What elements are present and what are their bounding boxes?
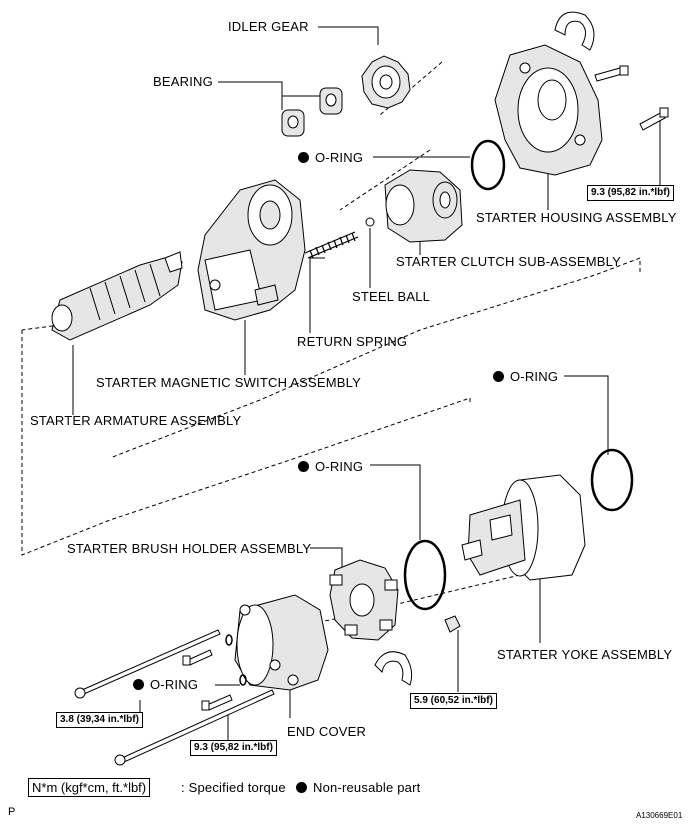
small-o-rings <box>225 634 247 686</box>
figure-id: A130669E01 <box>636 811 683 820</box>
leader-o-ring-mid <box>370 464 421 540</box>
torque-housing-bolt: 9.3 (95,82 in.*lbf) <box>587 185 674 201</box>
non-reusable-dot-icon <box>493 371 504 382</box>
o-ring-text: O-RING <box>315 150 364 165</box>
u-clip-bottom <box>374 651 413 686</box>
torque-yoke-nut: 5.9 (60,52 in.*lbf) <box>410 693 497 709</box>
alignment-line-left <box>21 330 471 556</box>
torque-end-cover-screw: 3.8 (39,34 in.*lbf) <box>56 712 143 728</box>
leader-return-spring <box>309 257 325 333</box>
magnetic-switch-part <box>197 179 306 321</box>
idler-gear-part <box>361 55 411 109</box>
armature-part <box>51 251 183 341</box>
torque-through-bolt: 9.3 (95,82 in.*lbf) <box>190 740 277 756</box>
o-ring-text: O-RING <box>510 369 559 384</box>
label-starter-housing-assembly: STARTER HOUSING ASSEMBLY <box>476 210 677 225</box>
label-starter-brush-holder-assembly: STARTER BRUSH HOLDER ASSEMBLY <box>67 541 312 556</box>
o-ring-text: O-RING <box>315 459 364 474</box>
label-bearing: BEARING <box>153 74 213 89</box>
return-spring-part <box>304 231 359 259</box>
label-steel-ball: STEEL BALL <box>352 289 431 304</box>
legend-non-reusable: Non-reusable part <box>296 780 420 795</box>
label-o-ring-mid: O-RING <box>298 459 363 474</box>
non-reusable-dot-icon <box>298 461 309 472</box>
label-o-ring-right: O-RING <box>493 369 558 384</box>
leader-bearing <box>218 81 320 110</box>
brush-holder-part <box>329 559 399 641</box>
label-starter-clutch-sub-assembly: STARTER CLUTCH SUB-ASSEMBLY <box>396 254 621 269</box>
starter-housing-part <box>494 44 603 176</box>
non-reusable-dot-icon <box>133 679 144 690</box>
o-ring-top-part <box>470 139 506 191</box>
label-end-cover: END COVER <box>287 724 367 739</box>
bearing-parts <box>281 87 343 137</box>
label-idler-gear: IDLER GEAR <box>228 19 309 34</box>
through-bolts <box>74 629 275 766</box>
label-o-ring-top: O-RING <box>298 150 363 165</box>
housing-bolts <box>594 65 669 131</box>
non-reusable-dot-icon <box>298 152 309 163</box>
u-clip-top <box>554 11 595 51</box>
leader-idler-gear <box>318 26 379 45</box>
label-o-ring-small: O-RING <box>133 677 198 692</box>
alignment-line-middle <box>109 257 641 459</box>
label-starter-magnetic-switch-assembly: STARTER MAGNETIC SWITCH ASSEMBLY <box>96 375 361 390</box>
leader-brush-holder <box>310 547 343 568</box>
non-reusable-dot-icon <box>296 782 307 793</box>
alignment-line-lower <box>21 324 471 402</box>
label-return-spring: RETURN SPRING <box>297 334 408 349</box>
legend-unit-box: N*m (kgf*cm, ft.*lbf) <box>28 778 151 797</box>
end-cover-screws <box>182 649 233 711</box>
end-cover-part <box>234 594 329 691</box>
legend-specified-torque: : Specified torque <box>181 780 286 795</box>
legend-non-reusable-text: Non-reusable part <box>313 780 421 795</box>
starter-yoke-part <box>461 474 586 581</box>
label-starter-armature-assembly: STARTER ARMATURE ASSEMBLY <box>30 413 242 428</box>
o-ring-mid-part <box>403 539 447 611</box>
leader-o-ring-right <box>564 375 609 455</box>
yoke-nut-part <box>444 615 461 633</box>
o-ring-right-part <box>590 448 634 512</box>
o-ring-text: O-RING <box>150 677 199 692</box>
starter-clutch-part <box>384 169 463 243</box>
corner-letter: P <box>8 806 16 818</box>
label-starter-yoke-assembly: STARTER YOKE ASSEMBLY <box>497 647 673 662</box>
steel-ball-part <box>365 217 375 227</box>
